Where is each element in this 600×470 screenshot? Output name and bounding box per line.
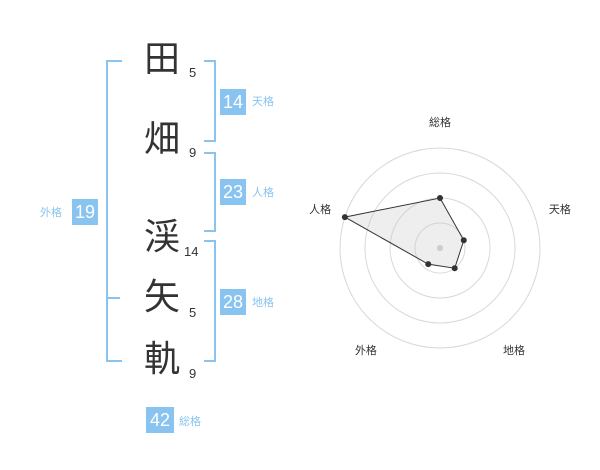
radar-ring-4 — [339, 147, 541, 349]
radar-point-1 — [437, 195, 443, 201]
name-char-2: 畑 — [143, 119, 180, 160]
radar-point-5 — [341, 214, 348, 221]
name-char-4: 矢 — [143, 277, 180, 318]
gaikaku-label: 外格 — [40, 206, 62, 219]
stroke-count-2: 9 — [189, 145, 197, 160]
radar-axis-label-2: 天格 — [549, 202, 571, 216]
tenkaku-bracket — [204, 60, 216, 142]
tenkaku-label: 天格 — [252, 95, 274, 108]
radar-axis-label-1: 総格 — [429, 115, 451, 129]
name-char-1: 田 — [143, 39, 180, 80]
stroke-count-5: 9 — [189, 366, 197, 381]
radar-area — [343, 197, 465, 269]
radar-axis-label-4: 外格 — [355, 343, 377, 357]
jinkaku-label: 人格 — [252, 186, 274, 199]
stroke-count-3: 14 — [184, 244, 199, 259]
gaikaku-bracket — [106, 60, 122, 362]
jinkaku-bracket — [204, 152, 216, 232]
soukaku-label: 総格 — [179, 415, 201, 428]
stroke-count-4: 5 — [189, 305, 197, 320]
jinkaku-value: 23 — [220, 179, 246, 205]
radar-axis-label-5: 人格 — [309, 202, 331, 216]
chikaku-value: 28 — [220, 289, 246, 315]
radar-ring-3 — [364, 172, 516, 324]
radar-point-3 — [451, 265, 458, 272]
radar-ring-1 — [414, 222, 466, 274]
name-char-5: 軌 — [143, 339, 180, 380]
tenkaku-value: 14 — [220, 89, 246, 115]
chikaku-bracket — [204, 240, 216, 362]
soukaku-value: 42 — [146, 407, 174, 433]
stroke-count-1: 5 — [189, 65, 197, 80]
gaikaku-value: 19 — [72, 199, 98, 225]
chikaku-label: 地格 — [252, 296, 274, 309]
radar-axis-label-3: 地格 — [503, 343, 525, 357]
radar-point-2 — [460, 237, 467, 244]
radar-point-4 — [425, 261, 432, 268]
name-char-3: 渓 — [143, 217, 180, 258]
gaikaku-bracket-mid — [106, 297, 120, 299]
radar-center — [437, 245, 443, 251]
